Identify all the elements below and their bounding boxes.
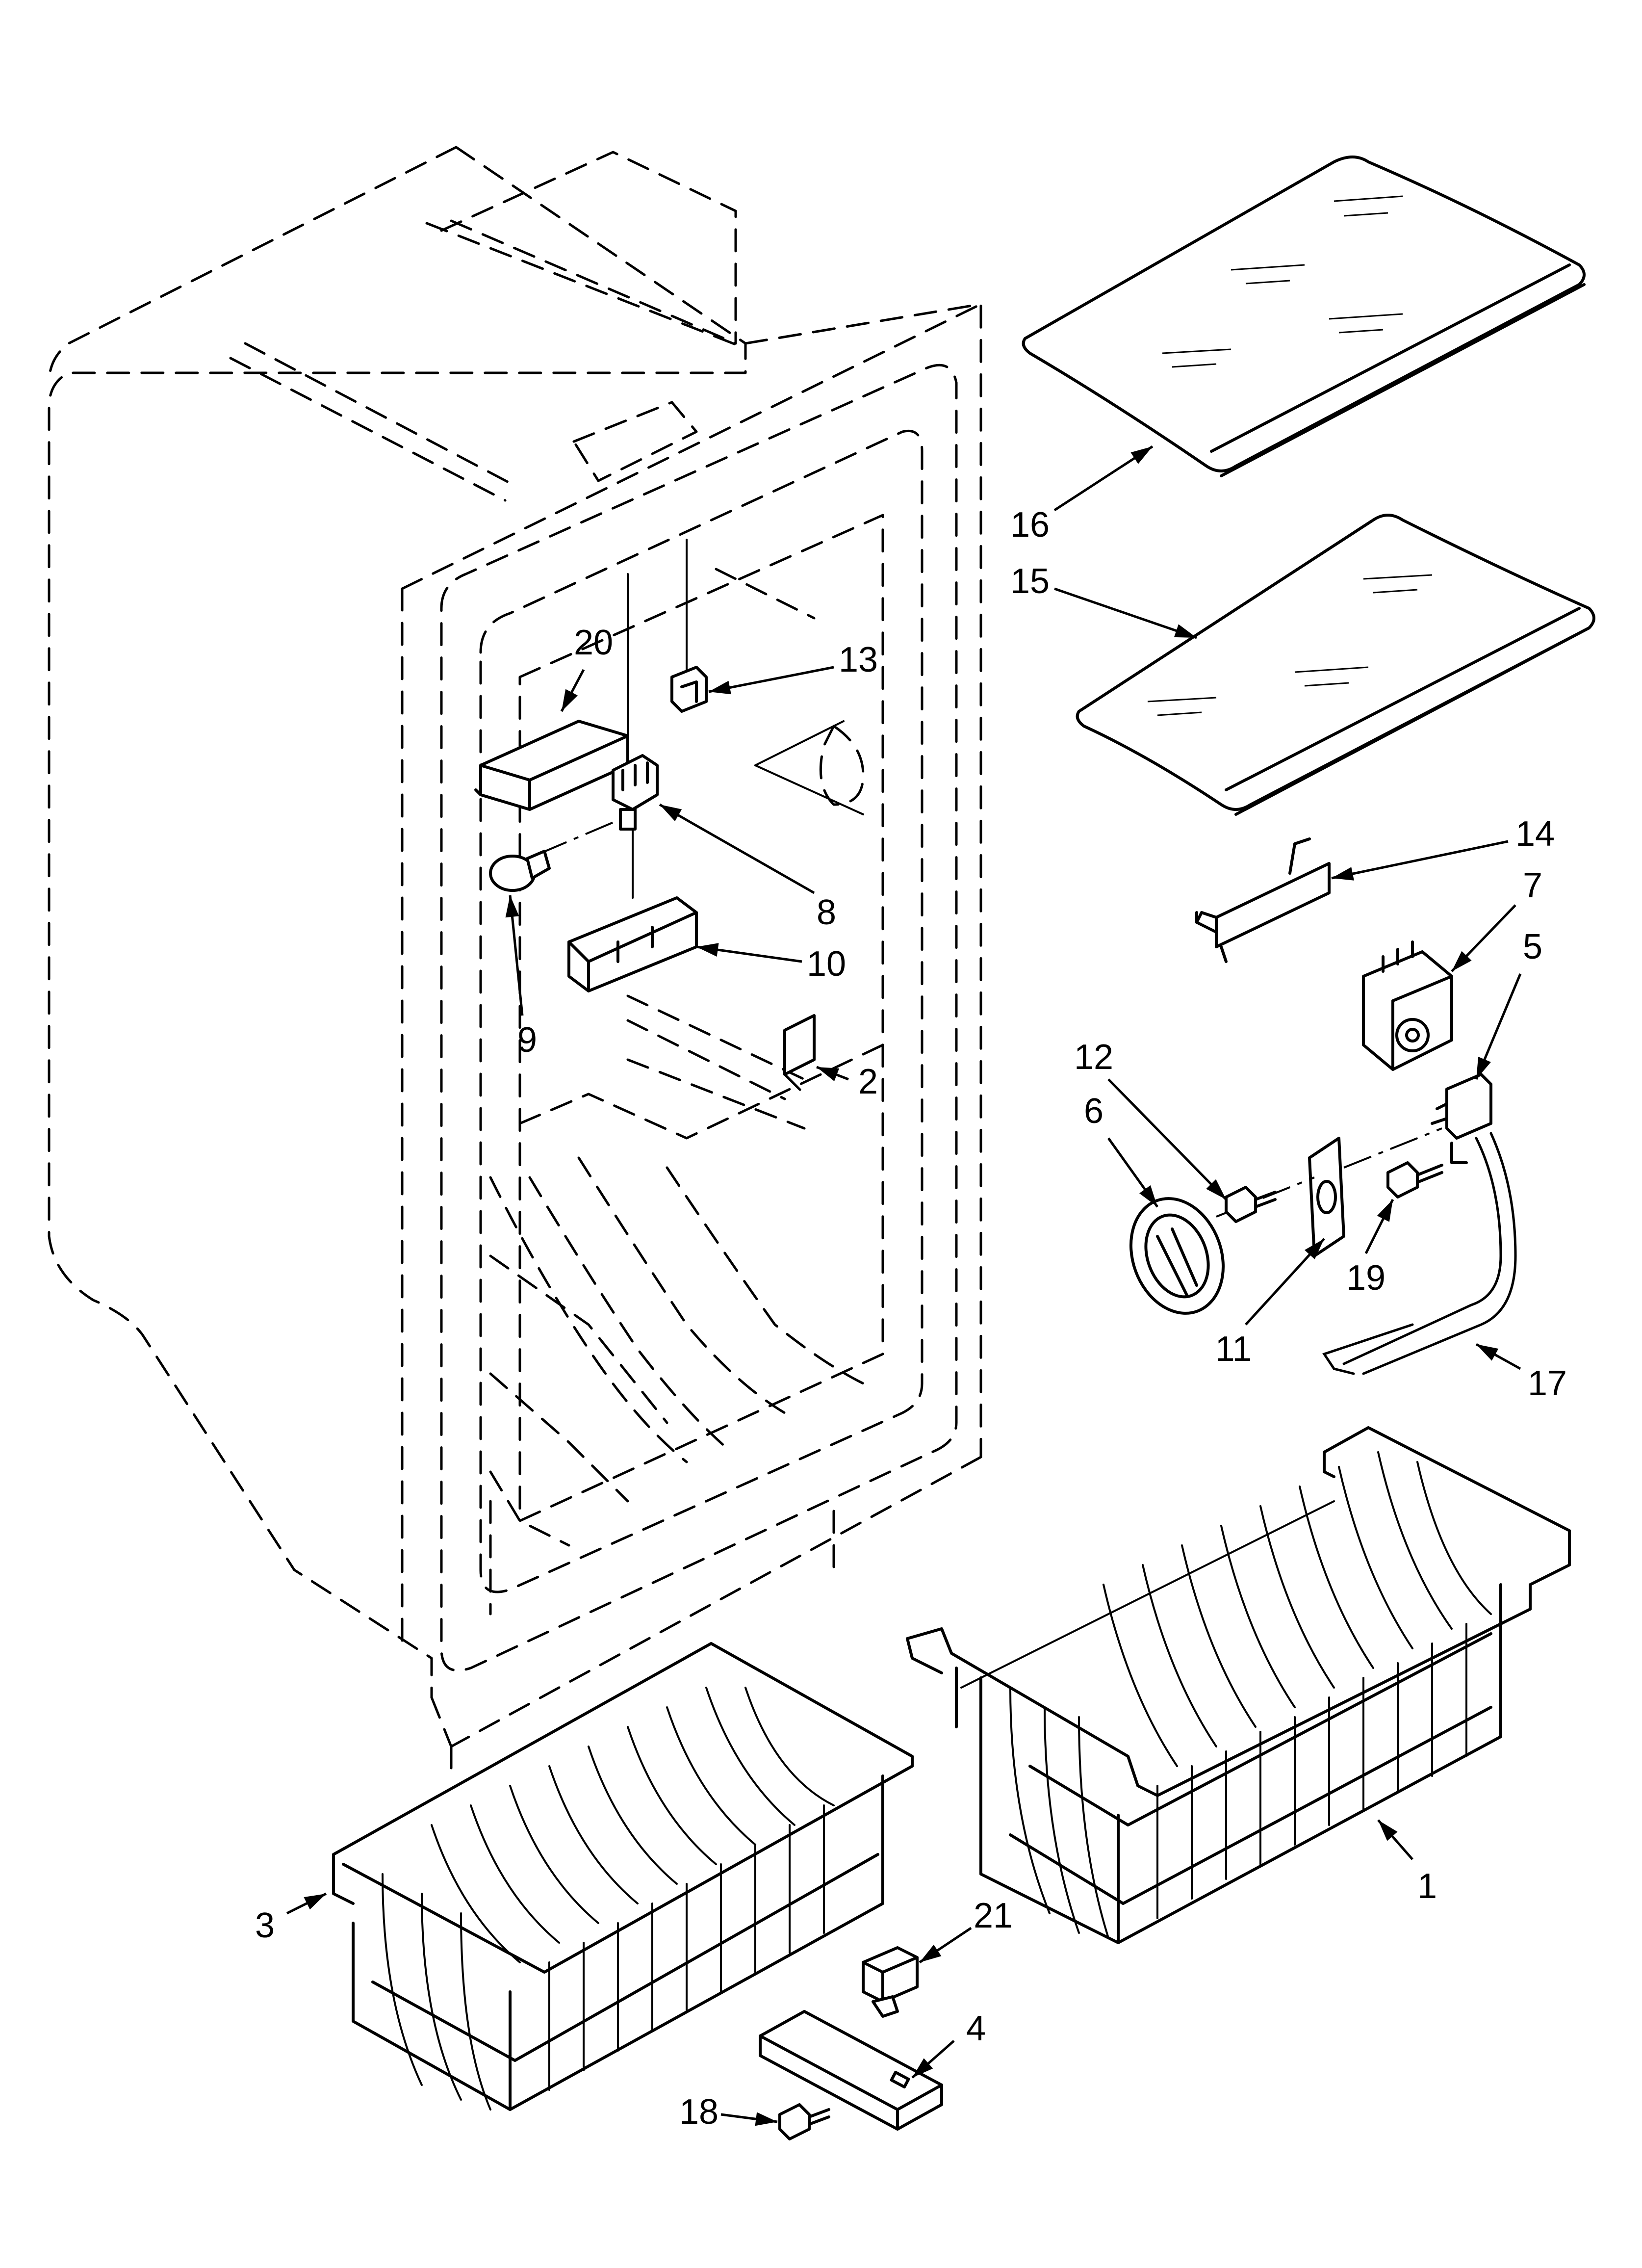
leader-8 — [659, 803, 815, 894]
arrowhead-14 — [1332, 867, 1354, 881]
leader-6 — [1107, 1137, 1159, 1208]
callout-14: 14 — [1515, 814, 1555, 854]
arrowhead-13 — [709, 680, 731, 695]
callout-21: 21 — [974, 1896, 1013, 1935]
arrowhead-3 — [304, 1894, 326, 1910]
arrowhead-9 — [505, 895, 519, 918]
glass-shelf-lower — [1076, 514, 1595, 816]
leader-19 — [1364, 1199, 1394, 1254]
leader-line-12 — [1107, 1078, 1227, 1200]
arrowhead-18 — [755, 2112, 777, 2126]
arrowhead-4 — [912, 2058, 933, 2078]
leader-14 — [1331, 840, 1509, 881]
arrowhead-5 — [1476, 1057, 1491, 1079]
basket-wires-3 — [382, 1687, 835, 2111]
arrowhead-6 — [1139, 1185, 1157, 1207]
leader-9 — [505, 895, 524, 1016]
callout-15: 15 — [1010, 562, 1050, 601]
callout-10: 10 — [807, 944, 846, 984]
arrowhead-20 — [562, 689, 578, 711]
temperature-control — [1362, 940, 1453, 1071]
callout-20: 20 — [574, 623, 613, 662]
arrowhead-15 — [1174, 624, 1197, 638]
light-switch-13 — [670, 539, 708, 713]
leader-line-8 — [659, 803, 815, 894]
callout-16: 16 — [1010, 505, 1050, 545]
basket-bumper — [862, 1946, 919, 2018]
wire-basket-large — [906, 1426, 1571, 1944]
light-bracket — [567, 896, 698, 992]
leader-16 — [1053, 445, 1154, 512]
glass-shelf-top — [1022, 156, 1586, 477]
callout-12: 12 — [1074, 1038, 1113, 1077]
leader-11 — [1245, 1238, 1325, 1326]
callout-2: 2 — [858, 1062, 878, 1101]
leader-21 — [919, 1927, 972, 1964]
leader-1 — [1377, 1819, 1413, 1860]
freezer-cabinet-outline — [48, 146, 982, 1777]
callout-13: 13 — [839, 640, 878, 679]
callout-18: 18 — [679, 2092, 718, 2132]
callout-1: 1 — [1417, 1867, 1437, 1906]
leader-4 — [911, 2040, 955, 2079]
leader-3 — [286, 1892, 327, 1915]
arrowhead-11 — [1304, 1239, 1324, 1259]
screw-19 — [1386, 1161, 1443, 1199]
leader-line-14 — [1331, 840, 1509, 880]
glass-reflection-marks — [1162, 195, 1403, 368]
arrowhead-2 — [817, 1067, 840, 1081]
callout-5: 5 — [1523, 927, 1542, 966]
light-shield — [474, 573, 629, 811]
leader-2 — [816, 1066, 849, 1081]
callout-6: 6 — [1084, 1092, 1103, 1131]
callout-labels: 1 2 3 4 5 6 7 8 9 10 11 12 13 14 15 16 1… — [255, 505, 1567, 2132]
arrowhead-16 — [1130, 446, 1153, 464]
arrowhead-10 — [696, 943, 719, 957]
callout-7: 7 — [1523, 866, 1542, 905]
arrowhead-21 — [920, 1944, 942, 1962]
basket-rail — [759, 2010, 943, 2131]
leader-line-15 — [1054, 587, 1197, 639]
leader-20 — [560, 669, 585, 712]
shelf-bracket — [1195, 837, 1331, 963]
callout-9: 9 — [517, 1020, 537, 1060]
callout-3: 3 — [255, 1906, 275, 1945]
screw-12 — [1225, 1186, 1277, 1223]
leader-7 — [1451, 904, 1516, 972]
glass-reflection-marks-2 — [1147, 574, 1433, 716]
arrowhead-12 — [1206, 1179, 1226, 1199]
leader-17 — [1475, 1343, 1521, 1370]
screw-18 — [778, 2103, 830, 2140]
callout-11: 11 — [1215, 1330, 1252, 1369]
callout-17: 17 — [1528, 1364, 1567, 1403]
wire-basket-small — [332, 1642, 914, 2111]
leader-5 — [1475, 973, 1522, 1080]
label-2 — [783, 1014, 816, 1095]
light-socket — [539, 754, 659, 899]
callout-4: 4 — [966, 2009, 986, 2048]
basket-wires-1 — [960, 1451, 1492, 1939]
arrowhead-1 — [1378, 1820, 1398, 1841]
callout-leaders — [286, 445, 1522, 2126]
arrowhead-8 — [660, 805, 682, 821]
leader-10 — [696, 943, 802, 963]
arrowhead-17 — [1476, 1344, 1499, 1361]
arrowhead-19 — [1377, 1199, 1393, 1222]
leader-18 — [720, 2112, 778, 2126]
light-switch-and-harness — [1322, 1073, 1517, 1375]
callout-8: 8 — [817, 893, 836, 932]
leader-15 — [1054, 587, 1197, 639]
leader-13 — [708, 666, 834, 695]
leader-12 — [1107, 1078, 1227, 1200]
arrowhead-7 — [1452, 951, 1472, 971]
callout-19: 19 — [1346, 1258, 1385, 1298]
control-knob — [1129, 1197, 1225, 1315]
light-bulb — [489, 850, 551, 892]
